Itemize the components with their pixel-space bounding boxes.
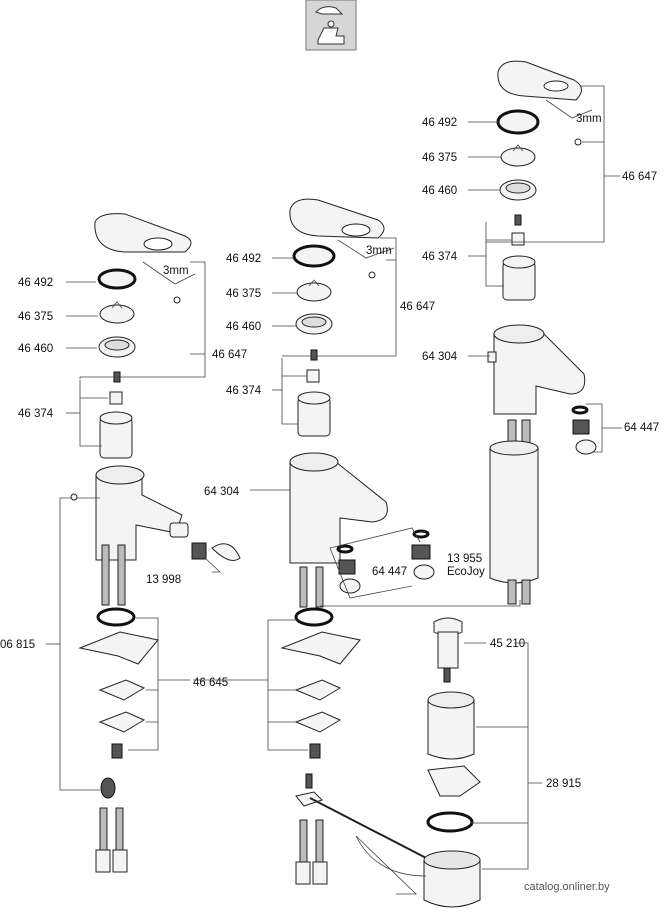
label-46375-left: 46 375 <box>18 311 53 323</box>
label-64447-mid: 64 447 <box>372 566 407 578</box>
left-labels: 46 492 46 375 46 460 46 374 06 815 13 99… <box>0 265 247 689</box>
label-46375-right: 46 375 <box>422 152 457 164</box>
hex-key-size-mid: 3mm <box>366 245 392 257</box>
waste-labels: 45 210 28 915 <box>490 638 581 790</box>
label-46492-left: 46 492 <box>18 277 53 289</box>
faucet-icon <box>305 0 357 51</box>
left-column-parts <box>70 213 241 873</box>
left-leader-lines <box>46 261 222 791</box>
label-46647-mid: 46 647 <box>400 301 435 313</box>
right-leader-lines <box>320 85 622 607</box>
label-46460-mid: 46 460 <box>226 321 261 333</box>
label-64447-right: 64 447 <box>624 422 659 434</box>
label-28915: 28 915 <box>546 778 581 790</box>
middle-labels: 46 492 46 375 46 460 46 374 64 304 64 44… <box>204 245 485 578</box>
right-column-parts <box>487 60 597 605</box>
label-46374-right: 46 374 <box>422 251 458 263</box>
label-64304-right: 64 304 <box>422 351 458 363</box>
middle-leader-lines <box>193 237 421 751</box>
label-45210: 45 210 <box>490 638 525 650</box>
label-64304-mid: 64 304 <box>204 486 240 498</box>
label-46492-mid: 46 492 <box>226 253 261 265</box>
label-46374-left: 46 374 <box>18 408 54 420</box>
waste-leader-lines <box>355 642 542 895</box>
label-46460-right: 46 460 <box>422 185 457 197</box>
watermark: catalog.onliner.by <box>524 881 610 893</box>
label-06815: 06 815 <box>0 639 35 651</box>
label-46375-mid: 46 375 <box>226 288 261 300</box>
label-46374-mid: 46 374 <box>226 385 262 397</box>
label-46460-left: 46 460 <box>18 343 53 355</box>
label-13955: 13 955 <box>447 553 482 565</box>
hex-key-size-right: 3mm <box>576 113 602 125</box>
label-ecojoy: EcoJoy <box>447 566 485 578</box>
label-46647-left: 46 647 <box>212 349 247 361</box>
hex-key-size-left: 3mm <box>163 265 189 277</box>
label-13998: 13 998 <box>146 574 181 586</box>
middle-column-parts <box>280 198 435 885</box>
waste-parts <box>355 617 481 908</box>
right-labels: 46 492 46 375 46 460 46 374 64 304 64 44… <box>422 113 659 434</box>
label-46492-right: 46 492 <box>422 117 457 129</box>
label-46645: 46 645 <box>193 677 228 689</box>
label-46647-right: 46 647 <box>622 171 657 183</box>
